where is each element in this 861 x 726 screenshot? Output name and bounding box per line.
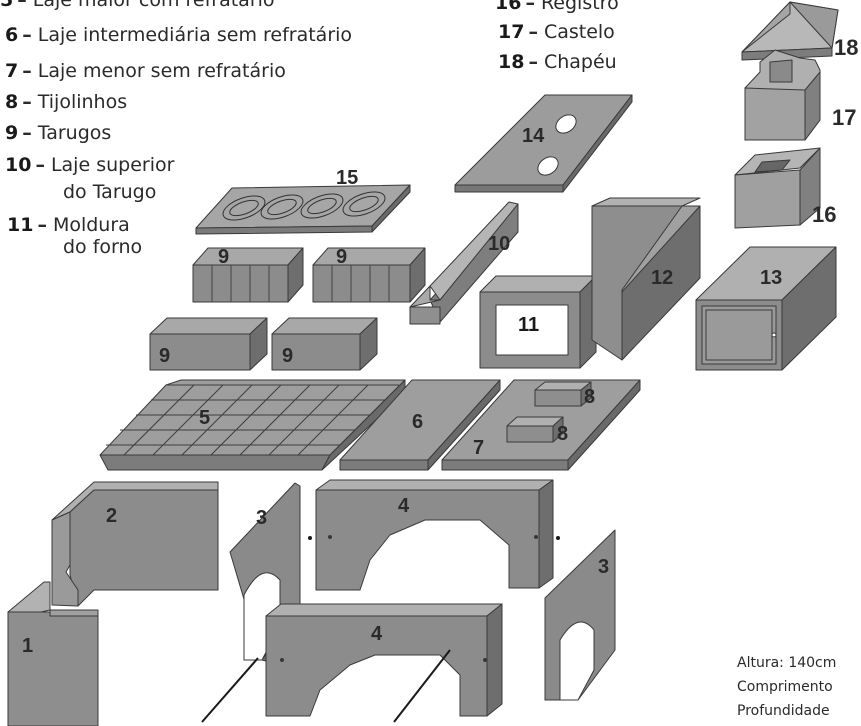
part-chapeu: [741, 1, 839, 61]
legend-continuation: do Tarugo: [63, 181, 157, 203]
legend-number: 7: [5, 60, 19, 82]
legend-item-5: 5–Laje maior com refratário: [0, 0, 275, 13]
label-part-3b: 3: [598, 556, 609, 578]
part-tarugo-bottom-right: [271, 317, 378, 371]
label-part-17: 17: [832, 105, 856, 130]
legend-text: Laje superior: [50, 154, 175, 176]
part-tijolinho-1: [534, 381, 592, 407]
label-part-4b: 4: [371, 623, 383, 645]
legend-text: Moldura: [52, 214, 130, 236]
label-part-15: 15: [336, 167, 358, 189]
label-part-13: 13: [760, 267, 782, 289]
legend-item-17: 17–Castelo: [498, 21, 615, 43]
label-part-16: 16: [812, 202, 836, 227]
legend-item-8: 8–Tijolinhos: [5, 91, 128, 113]
part-laje-superior-tarugo: [409, 201, 519, 325]
label-part-14: 14: [522, 125, 545, 147]
label-part-9d: 9: [282, 345, 293, 367]
label-part-3a: 3: [256, 507, 267, 529]
legend-item-7: 7–Laje menor sem refratário: [5, 60, 286, 82]
spec-altura: Altura: 140cm: [737, 655, 837, 671]
legend-number: 9: [5, 122, 19, 144]
label-part-2: 2: [106, 505, 117, 527]
legend-text: Laje intermediária sem refratário: [37, 24, 353, 46]
label-part-1: 1: [22, 635, 33, 657]
legend-text: Registro: [540, 0, 619, 14]
part-tarugo-bottom-left: [149, 317, 268, 371]
legend-number: 18: [498, 51, 525, 73]
label-part-18: 18: [834, 35, 858, 60]
part-tarugo-top-left: [192, 247, 304, 303]
part-registro: [734, 147, 821, 229]
legend-number: 10: [5, 154, 32, 176]
part-laje-15: [195, 184, 411, 235]
part-forno: [695, 246, 837, 371]
legend-continuation: do forno: [63, 236, 143, 258]
part-castelo: [744, 49, 821, 141]
part-parede-2: [51, 481, 219, 607]
legend-number: 16: [495, 0, 522, 14]
part-parede-12: [591, 197, 701, 361]
part-laje-intermediaria: [339, 379, 501, 471]
legend-text: Laje maior com refratário: [32, 0, 275, 11]
legend-text: Chapéu: [543, 51, 617, 73]
label-part-8a: 8: [584, 386, 595, 408]
legend-text: Laje menor sem refratário: [37, 60, 286, 82]
spec-comprimento: Comprimento: [737, 679, 833, 695]
part-painel-4-frente: [265, 603, 503, 717]
spec-profundidade: Profundidade: [737, 703, 830, 719]
label-part-9a: 9: [218, 246, 229, 268]
legend-item-11: 11–Moldura do forno: [7, 214, 143, 258]
legend-number: 6: [5, 24, 19, 46]
label-part-10: 10: [488, 233, 510, 255]
legend-item-9: 9–Tarugos: [5, 122, 112, 144]
label-part-8b: 8: [557, 423, 568, 445]
part-laje-maior: [99, 379, 406, 471]
legend-text: Tijolinhos: [37, 91, 128, 113]
part-tijolinho-2: [506, 416, 564, 443]
part-parede-1: [7, 581, 99, 726]
legend-item-16: 16–Registro: [495, 0, 619, 16]
legend-item-6: 6–Laje intermediária sem refratário: [5, 24, 353, 46]
label-part-5: 5: [199, 407, 210, 429]
legend-item-10: 10–Laje superior do Tarugo: [5, 154, 175, 203]
part-laje-14: [454, 94, 633, 193]
barras-de-ferro: [201, 649, 451, 723]
legend-number: 8: [5, 91, 19, 113]
legend-text: Tarugos: [37, 122, 112, 144]
part-tarugo-top-right: [312, 247, 426, 303]
label-part-4a: 4: [398, 495, 410, 517]
legend-number: 5: [0, 0, 14, 11]
specs-block: Altura: 140cm Comprimento Profundidade: [737, 651, 836, 723]
legend-number: 17: [498, 21, 525, 43]
label-part-11: 11: [518, 314, 539, 336]
label-part-12: 12: [651, 267, 673, 289]
legend-number: 11: [7, 214, 34, 236]
legend-text: Castelo: [543, 21, 615, 43]
label-part-6: 6: [412, 411, 423, 433]
part-painel-4-tras: [315, 479, 554, 591]
part-lateral-3-direita: [544, 529, 616, 701]
label-part-7: 7: [473, 437, 484, 459]
legend-item-18: 18–Chapéu: [498, 51, 617, 73]
label-part-9b: 9: [336, 246, 347, 268]
pontos-de-fixacao: [308, 536, 560, 540]
label-part-9c: 9: [159, 345, 170, 367]
